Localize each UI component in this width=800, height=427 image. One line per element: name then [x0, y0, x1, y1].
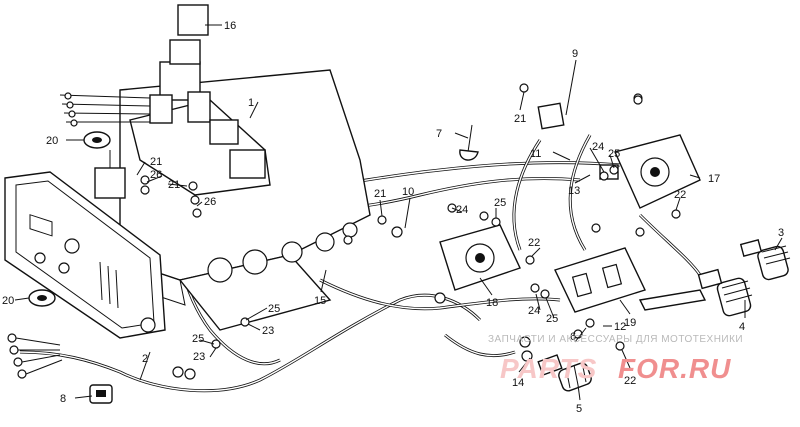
- callout-8: 8: [60, 393, 66, 405]
- front-panel: [4, 171, 166, 339]
- watermark-caption: ЗАПЧАСТИ И АКСЕССУАРЫ ДЛЯ МОТОТЕХНИКИ: [488, 334, 743, 345]
- leader-lines: [14, 24, 783, 401]
- callout-21-bracket: 21: [514, 113, 526, 125]
- callout-20-lower: 20: [2, 295, 14, 307]
- harness-ring-terminals: [7, 333, 63, 379]
- ground-bracket: [519, 83, 643, 130]
- callout-2: 2: [142, 353, 148, 365]
- callout-15: 15: [314, 295, 326, 307]
- callout-10: 10: [402, 186, 414, 198]
- callout-9: 9: [572, 48, 578, 60]
- callout-17: 17: [708, 173, 720, 185]
- callout-20-upper: 20: [46, 135, 58, 147]
- grommet-upper: [83, 131, 111, 149]
- watermark: ЗАПЧАСТИ И АКСЕССУАРЫ ДЛЯ МОТОТЕХНИКИ PA…: [488, 334, 743, 384]
- duplex-outlet: [554, 247, 707, 313]
- side-connector: [94, 150, 126, 199]
- callout-18: 18: [486, 297, 498, 309]
- callout-3: 3: [778, 227, 784, 239]
- callout-19: 19: [624, 317, 636, 329]
- outlet-center: [434, 224, 521, 304]
- callout-26-upper: 26: [150, 169, 162, 181]
- terminal-block-assembly: [59, 4, 271, 196]
- callout-7: 7: [436, 128, 442, 140]
- binding-post-upper: [739, 239, 791, 281]
- watermark-brand-left: PARTS: [500, 353, 597, 384]
- callout-6: 6: [570, 331, 576, 343]
- grommet-lower: [28, 289, 56, 307]
- callout-22-front: 22: [624, 375, 636, 387]
- callout-25-rear: 25: [608, 148, 620, 160]
- callout-21-center: 21: [374, 188, 386, 200]
- callout-22-center: 22: [528, 237, 540, 249]
- callout-16: 16: [224, 20, 236, 32]
- callout-13: 13: [568, 185, 580, 197]
- callout-4: 4: [739, 321, 745, 333]
- callout-24-rear: 24: [592, 141, 604, 153]
- callout-25-box: 25: [268, 303, 280, 315]
- callout-11: 11: [530, 148, 541, 160]
- callout-14: 14: [512, 377, 524, 389]
- callout-labels: 16 1 2 3 4 5 6 7 8 9 10 11 12 13 14 15 1…: [2, 20, 784, 415]
- callout-1: 1: [248, 97, 254, 109]
- callout-24-center: 24: [456, 204, 468, 216]
- rubber-block: [89, 384, 113, 404]
- binding-post-lower: [697, 268, 753, 317]
- callout-25-lower: 25: [192, 333, 204, 345]
- callout-12: 12: [614, 321, 626, 333]
- callout-26-lower: 26: [204, 196, 216, 208]
- callout-23-upper: 23: [262, 325, 274, 337]
- wire-clamp: [459, 124, 479, 161]
- callout-21-mid: 21: [168, 179, 180, 191]
- callout-5: 5: [576, 403, 582, 415]
- callout-25-center: 25: [494, 197, 506, 209]
- callout-22-rear: 22: [674, 189, 686, 201]
- callout-21-side: 21: [150, 156, 162, 168]
- watermark-brand-right: FOR.RU: [618, 353, 731, 384]
- screws-and-washers: [140, 95, 681, 380]
- callout-23-lower: 23: [193, 351, 205, 363]
- callout-25-front: 25: [546, 313, 558, 325]
- callout-24-front: 24: [528, 305, 540, 317]
